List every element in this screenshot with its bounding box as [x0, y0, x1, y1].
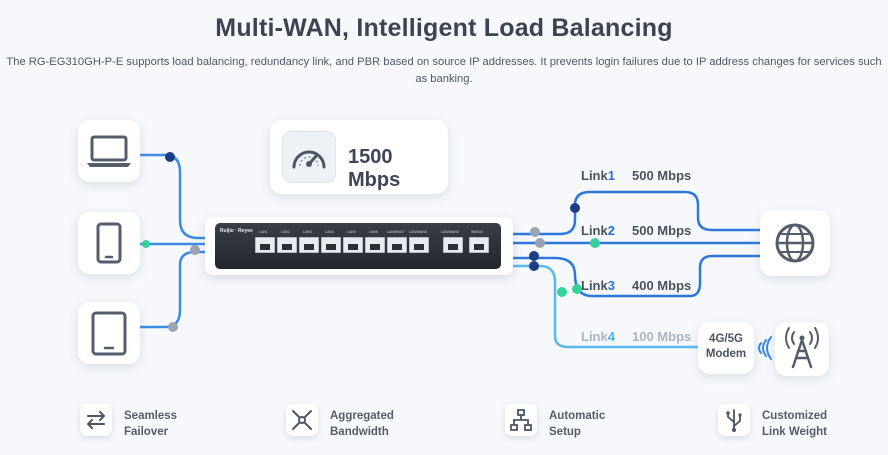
modem-line-1: 4G/5G	[709, 333, 743, 345]
port-label: LAN6	[369, 230, 378, 234]
port-label: LAN2	[281, 230, 290, 234]
modem-line-2: Modem	[705, 348, 747, 360]
tablet-icon	[91, 311, 127, 356]
router-port	[387, 237, 407, 253]
laptop-card	[78, 120, 140, 182]
port-label: LAN/WAN9	[441, 230, 459, 234]
node-dot	[165, 152, 175, 162]
router-port	[343, 237, 363, 253]
port-label: LAN3	[303, 230, 312, 234]
node-dot	[535, 238, 545, 248]
speed-value: 1500 Mbps	[348, 146, 401, 191]
router-device: Ruijie · Reyee LAN1 LAN2 LAN3 LAN4 LAN5 …	[205, 217, 513, 275]
node-dot	[168, 322, 178, 332]
failover-arrows-icon	[80, 404, 112, 436]
router-front-panel: Ruijie · Reyee LAN1 LAN2 LAN3 LAN4 LAN5 …	[215, 223, 501, 269]
router-port	[469, 237, 489, 253]
feature-line-1: Seamless	[124, 410, 178, 422]
feature-line-2: Link Weight	[762, 426, 827, 438]
router-port	[321, 237, 341, 253]
signal-waves-icon	[758, 336, 772, 360]
globe-icon	[775, 223, 815, 263]
port-label: LAN1	[259, 230, 268, 234]
port-label: LAN4	[325, 230, 334, 234]
node-dot	[530, 227, 540, 237]
laptop-icon	[87, 135, 131, 167]
node-dot	[557, 287, 567, 297]
feature-line-2: Bandwidth	[330, 426, 389, 438]
router-port	[365, 237, 385, 253]
node-dot	[572, 284, 582, 294]
router-brand: Ruijie · Reyee	[220, 228, 253, 234]
feature-line-1: Customized	[762, 410, 828, 422]
link-3-speed: 400 Mbps	[632, 278, 692, 293]
feature-line-2: Setup	[549, 426, 581, 438]
port-label: LAN/WAN7	[387, 230, 405, 234]
tablet-card	[78, 302, 140, 364]
link-1-label: Link1	[581, 168, 615, 183]
link-2-speed: 500 Mbps	[632, 223, 692, 238]
link-3-label: Link3	[581, 278, 615, 293]
port-label: LAN/WAN8	[409, 230, 427, 234]
port-label: WAN10	[471, 230, 483, 234]
node-dot	[590, 238, 600, 248]
router-port	[443, 237, 463, 253]
node-dot	[529, 261, 539, 271]
phone-card	[78, 212, 140, 274]
node-dot	[570, 203, 580, 213]
phone-icon	[96, 222, 122, 264]
usb-fork-icon	[718, 404, 750, 436]
page-subtitle: The RG-EG310GH-P-E supports load balanci…	[6, 56, 882, 85]
router-port	[299, 237, 319, 253]
link-4-speed: 100 Mbps	[632, 329, 692, 344]
hierarchy-icon	[505, 404, 537, 436]
cell-tower-card	[775, 322, 829, 376]
speed-badge: 1500 Mbps	[270, 120, 448, 194]
node-dot	[529, 251, 539, 261]
link-1-speed: 500 Mbps	[632, 168, 692, 183]
feature-line-1: Automatic	[549, 410, 606, 422]
router-port	[255, 237, 275, 253]
internet-card	[760, 210, 830, 276]
cell-tower-icon	[785, 327, 819, 369]
speedometer-icon	[282, 131, 336, 183]
feature-line-1: Aggregated	[330, 410, 394, 422]
router-port	[277, 237, 297, 253]
feature-line-2: Failover	[124, 426, 169, 438]
port-label: LAN5	[347, 230, 356, 234]
router-port	[409, 237, 429, 253]
aggregate-arrows-icon	[286, 404, 318, 436]
node-dot	[142, 240, 150, 248]
node-dot	[190, 245, 200, 255]
link-4-label: Link4	[581, 329, 615, 344]
page-title: Multi-WAN, Intelligent Load Balancing	[215, 14, 673, 42]
link-2-label: Link2	[581, 223, 615, 238]
modem-card: 4G/5G Modem	[698, 322, 754, 374]
